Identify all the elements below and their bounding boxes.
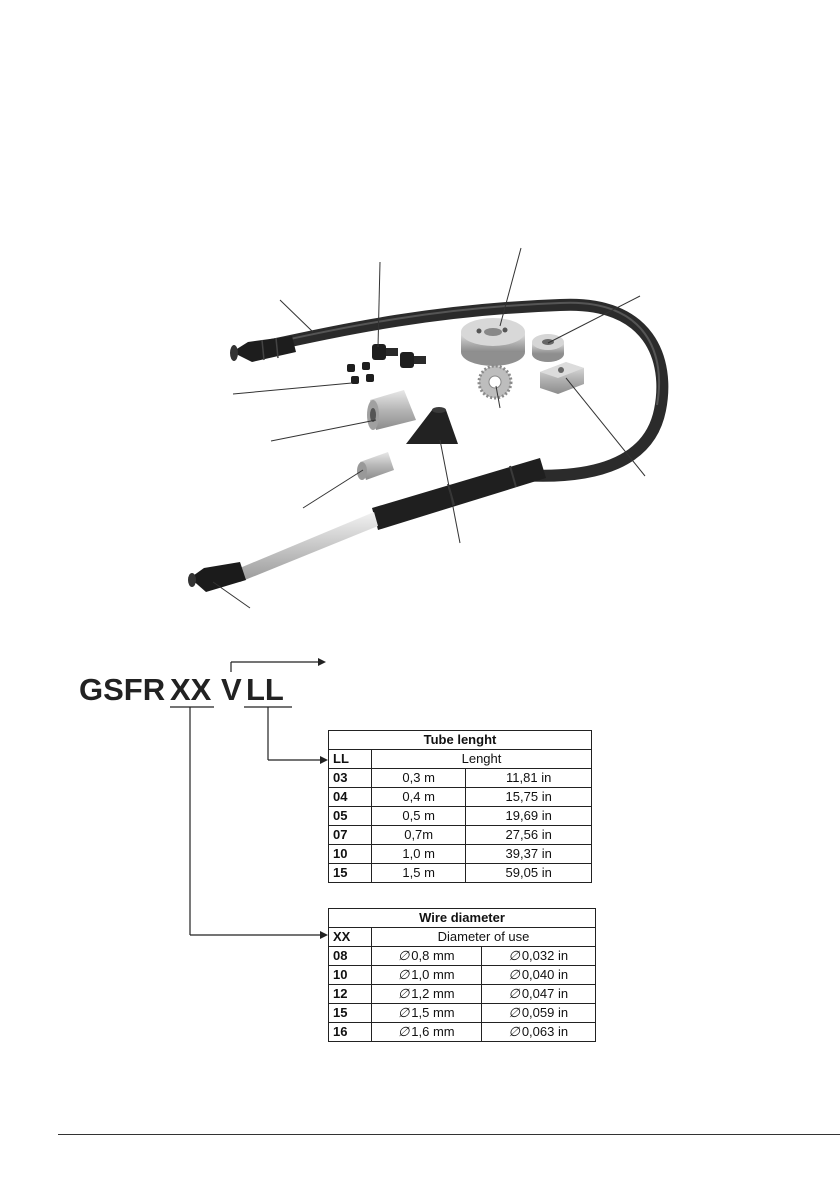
row-metric: 1,0 m xyxy=(372,845,466,864)
diameter-icon: ∅ xyxy=(398,1023,409,1041)
wire-table-title: Wire diameter xyxy=(329,909,596,928)
row-metric: 0,7m xyxy=(372,826,466,845)
row-code: 07 xyxy=(329,826,372,845)
table-row: 10 ∅1,0 mm ∅0,040 in xyxy=(329,966,596,985)
diameter-icon: ∅ xyxy=(398,985,409,1003)
screws xyxy=(372,344,426,368)
row-code: 04 xyxy=(329,788,372,807)
row-metric: 1,6 mm xyxy=(411,1024,454,1039)
row-metric: 0,4 m xyxy=(372,788,466,807)
row-imperial: 19,69 in xyxy=(466,807,592,826)
row-metric: 0,8 mm xyxy=(411,948,454,963)
row-code: 05 xyxy=(329,807,372,826)
tube-header-code: LL xyxy=(329,750,372,769)
row-metric: 1,5 m xyxy=(372,864,466,883)
row-metric: 1,5 mm xyxy=(411,1005,454,1020)
row-imperial: 11,81 in xyxy=(466,769,592,788)
drive-roller xyxy=(461,318,525,366)
row-imperial: 59,05 in xyxy=(466,864,592,883)
metal-rod xyxy=(235,512,378,582)
diameter-icon: ∅ xyxy=(508,947,519,965)
table-row: 15 ∅1,5 mm ∅0,059 in xyxy=(329,1004,596,1023)
small-fitting xyxy=(357,452,394,480)
wire-header-code: XX xyxy=(329,928,372,947)
table-row: 15 1,5 m 59,05 in xyxy=(329,864,592,883)
table-row: 08 ∅0,8 mm ∅0,032 in xyxy=(329,947,596,966)
wire-header-value: Diameter of use xyxy=(372,928,596,947)
table-row: 04 0,4 m 15,75 in xyxy=(329,788,592,807)
cam-block xyxy=(540,362,584,394)
row-imperial: 0,032 in xyxy=(522,948,568,963)
row-code: 03 xyxy=(329,769,372,788)
diameter-icon: ∅ xyxy=(508,1023,519,1041)
tube-header-value: Lenght xyxy=(372,750,592,769)
row-imperial: 27,56 in xyxy=(466,826,592,845)
diameter-icon: ∅ xyxy=(508,985,519,1003)
tube-table-title: Tube lenght xyxy=(329,731,592,750)
set-screws xyxy=(347,362,374,384)
table-row: 05 0,5 m 19,69 in xyxy=(329,807,592,826)
diameter-icon: ∅ xyxy=(398,947,409,965)
row-imperial: 0,063 in xyxy=(522,1024,568,1039)
diameter-icon: ∅ xyxy=(508,966,519,984)
tube-length-table: Tube lenght LL Lenght 03 0,3 m 11,81 in … xyxy=(328,730,592,883)
row-code: 15 xyxy=(329,1004,372,1023)
row-metric: 0,5 m xyxy=(372,807,466,826)
front-tip xyxy=(188,562,246,592)
row-metric: 0,3 m xyxy=(372,769,466,788)
row-code: 10 xyxy=(329,845,372,864)
row-code: 10 xyxy=(329,966,372,985)
table-row: 10 1,0 m 39,37 in xyxy=(329,845,592,864)
diameter-icon: ∅ xyxy=(398,966,409,984)
rubber-cap xyxy=(406,407,458,444)
table-row: 12 ∅1,2 mm ∅0,047 in xyxy=(329,985,596,1004)
wire-diameter-table: Wire diameter XX Diameter of use 08 ∅0,8… xyxy=(328,908,596,1042)
nozzle-insert xyxy=(367,390,416,430)
row-metric: 1,0 mm xyxy=(411,967,454,982)
bushing xyxy=(532,334,564,362)
gear xyxy=(479,366,511,398)
footer-divider xyxy=(58,1134,840,1135)
diameter-icon: ∅ xyxy=(398,1004,409,1022)
row-imperial: 0,059 in xyxy=(522,1005,568,1020)
handle-sleeve xyxy=(372,458,546,530)
row-imperial: 0,047 in xyxy=(522,986,568,1001)
row-imperial: 15,75 in xyxy=(466,788,592,807)
row-code: 15 xyxy=(329,864,372,883)
liner-cable xyxy=(248,303,662,515)
product-illustration xyxy=(0,0,840,640)
table-row: 07 0,7m 27,56 in xyxy=(329,826,592,845)
row-code: 12 xyxy=(329,985,372,1004)
table-row: 16 ∅1,6 mm ∅0,063 in xyxy=(329,1023,596,1042)
rear-tip xyxy=(230,336,296,362)
table-row: 03 0,3 m 11,81 in xyxy=(329,769,592,788)
row-imperial: 39,37 in xyxy=(466,845,592,864)
row-imperial: 0,040 in xyxy=(522,967,568,982)
diameter-icon: ∅ xyxy=(508,1004,519,1022)
row-metric: 1,2 mm xyxy=(411,986,454,1001)
row-code: 08 xyxy=(329,947,372,966)
row-code: 16 xyxy=(329,1023,372,1042)
